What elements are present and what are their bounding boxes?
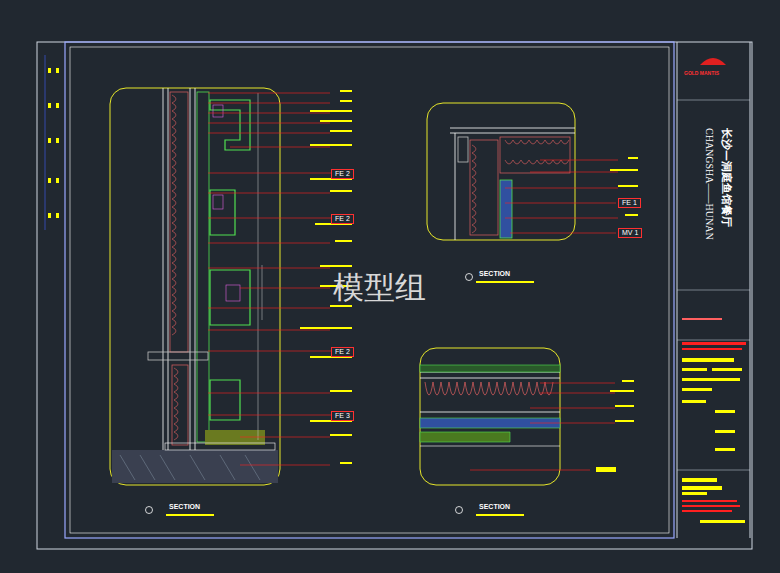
material-tag: FE 2 bbox=[331, 214, 354, 224]
section-title: SECTION bbox=[478, 270, 511, 278]
company-logo: GOLD MANTIS bbox=[684, 71, 719, 77]
tag-text: MV 1 bbox=[622, 229, 638, 236]
tag-text: FE 2 bbox=[335, 348, 350, 355]
watermark: 模型组 bbox=[333, 270, 426, 304]
project-name: 长沙—洞庭鱼馆餐厅 bbox=[720, 128, 732, 227]
section-title: SECTION bbox=[478, 503, 511, 511]
material-tag: FE 3 bbox=[331, 411, 354, 421]
material-tag: FE 2 bbox=[331, 169, 354, 179]
material-tag: MV 1 bbox=[618, 228, 642, 238]
material-tag: FE 1 bbox=[618, 198, 641, 208]
material-tag: FE 2 bbox=[331, 347, 354, 357]
tag-text: FE 2 bbox=[335, 170, 350, 177]
tag-text: FE 2 bbox=[335, 215, 350, 222]
section-title: SECTION bbox=[168, 503, 201, 511]
project-location: CHANGSHA——HUNAN bbox=[704, 128, 715, 240]
tag-text: FE 3 bbox=[335, 412, 350, 419]
tag-text: FE 1 bbox=[622, 199, 637, 206]
